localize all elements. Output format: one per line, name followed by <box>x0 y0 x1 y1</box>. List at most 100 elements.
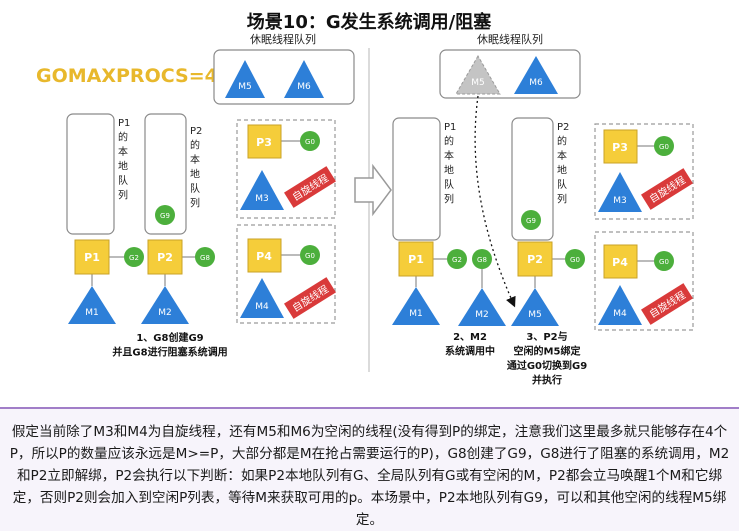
left-p2-label: P2 <box>157 251 173 264</box>
right-spin-badge-1 <box>641 168 693 210</box>
caption-panel: 假定当前除了M3和M4为自旋线程，还有M5和M6为空闲的线程(没有得到P的绑定，… <box>0 407 739 531</box>
left-m2-label: M2 <box>158 308 172 318</box>
right-p4-label: P4 <box>612 256 628 269</box>
left-m4-label: M4 <box>255 302 269 312</box>
right-step-note-2-line: 2、M2 <box>453 332 487 343</box>
left-sleep-m6-label: M6 <box>297 82 311 92</box>
left-p1-queue-line-5: 列 <box>118 189 128 202</box>
right-m2-thread <box>458 288 506 326</box>
caption-text: 假定当前除了M3和M4为自旋线程，还有M5和M6为空闲的线程(没有得到P的绑定，… <box>9 424 730 528</box>
right-p1-processor <box>398 241 434 277</box>
right-p2-queue-line-5: 列 <box>557 193 567 206</box>
left-sleep-m6-thread <box>284 60 324 98</box>
right-step-note-3-line-2: 通过G0切换到G9 <box>507 359 587 372</box>
right-g9-label: G9 <box>526 217 536 225</box>
left-m1-label: M1 <box>85 308 99 318</box>
left-p1-queue-line-1: 的 <box>118 131 128 144</box>
left-step-note: 1、G8创建G9 并且G8进行阻塞系统调用 <box>112 331 227 359</box>
right-m4-label: M4 <box>613 309 627 319</box>
right-step-note-3: 3、P2与空闲的M5绑定通过G0切换到G9 并执行 <box>507 330 587 387</box>
right-g8-label: G8 <box>477 256 487 264</box>
right-m2-label: M2 <box>475 310 489 320</box>
left-p4-g0-goroutine <box>300 245 320 265</box>
left-step-note-line: 1、G8创建G9 <box>136 331 203 344</box>
left-p2-processor <box>147 239 183 275</box>
right-step-note-3-line: 3、P2与 <box>526 330 567 343</box>
left-g8-label: G8 <box>200 254 210 262</box>
m5-wakeup-arrow <box>474 95 516 308</box>
left-m4-thread <box>240 278 284 318</box>
right-spin-badge-2 <box>641 283 693 325</box>
left-spin-badge-2 <box>284 277 336 319</box>
right-sleep-queue-label: 休眠线程队列 <box>477 32 543 46</box>
left-p2-queue-line-5: 列 <box>190 197 200 210</box>
right-p1-queue-line-4: 队 <box>444 178 454 191</box>
right-p2-processor <box>517 241 553 277</box>
right-p1-queue-line-2: 本 <box>444 149 454 162</box>
right-p1-label: P1 <box>408 253 424 266</box>
left-p4-processor <box>247 238 282 273</box>
right-p1-queue-line-1: 的 <box>444 135 454 148</box>
left-p3-processor <box>247 124 282 159</box>
left-p1-queue-line-3: 地 <box>118 160 128 173</box>
left-p1-queue-line: P1 <box>118 118 130 129</box>
left-p3-label: P3 <box>256 136 272 149</box>
right-p4-g0-label: G0 <box>659 258 669 266</box>
right-p3-processor <box>603 129 638 164</box>
right-p1-local-queue <box>392 117 441 241</box>
left-p2-queue-line: P2 <box>190 126 202 137</box>
right-m5-thread <box>511 288 559 326</box>
left-p4-label: P4 <box>256 250 272 263</box>
right-m4-thread <box>598 285 642 325</box>
right-p2-label: P2 <box>527 253 543 266</box>
left-m2-thread <box>141 286 189 324</box>
left-sleep-m5-label: M5 <box>238 82 252 92</box>
right-m3-thread <box>598 172 642 212</box>
left-step-note-line-1: 并且G8进行阻塞系统调用 <box>112 346 227 359</box>
left-p3-g0-goroutine <box>300 131 320 151</box>
left-p2-queue-line-3: 地 <box>190 168 200 181</box>
left-m3-thread <box>240 170 284 210</box>
gomaxprocs-label: GOMAXPROCS=4 <box>36 65 218 87</box>
right-p3-g0-goroutine <box>654 136 674 156</box>
left-p3-g0-label: G0 <box>305 138 315 146</box>
right-p2-queue-line-1: 的 <box>557 135 567 148</box>
left-p1-processor <box>74 239 110 275</box>
left-p1-queue-line-4: 队 <box>118 174 128 187</box>
right-p2-queue-line: P2 <box>557 122 569 133</box>
left-m3-label: M3 <box>255 194 269 204</box>
left-g2-goroutine <box>124 247 144 267</box>
right-p2-queue-line-3: 地 <box>557 164 567 177</box>
scheduler-diagram: 场景10：G发生系统调用/阻塞 GOMAXPROCS=4 休眠线程队列 M5 M… <box>36 11 694 387</box>
right-m3-label: M3 <box>613 196 627 206</box>
right-g2-goroutine <box>447 249 467 269</box>
transition-arrow-icon <box>354 163 392 217</box>
left-p1-queue-label: P1 的本地队列 <box>118 118 130 202</box>
right-p2-g0-goroutine <box>565 249 585 269</box>
left-spin-badge-1 <box>284 166 336 208</box>
left-p2-local-queue <box>144 113 187 235</box>
right-step-note-3-line-1: 空闲的M5绑定 <box>514 345 581 358</box>
left-p2-queue-line-4: 队 <box>190 182 200 195</box>
right-step-note-3-line-3: 并执行 <box>532 374 562 387</box>
left-p2-queue-line-2: 本 <box>190 153 200 166</box>
diagram-title: 场景10：G发生系统调用/阻塞 <box>247 11 492 33</box>
right-g2-label: G2 <box>452 256 462 264</box>
left-p1-queue-line-2: 本 <box>118 145 128 158</box>
right-p4-g0-goroutine <box>654 251 674 271</box>
left-p4-g0-label: G0 <box>305 252 315 260</box>
right-sleep-m6-thread <box>514 56 558 94</box>
left-g8-goroutine <box>195 247 215 267</box>
right-p1-queue-line-5: 列 <box>444 193 454 206</box>
right-p2-local-queue <box>511 117 554 241</box>
right-g9-goroutine <box>521 210 541 230</box>
left-sleep-queue-label: 休眠线程队列 <box>250 32 316 46</box>
left-g9-goroutine <box>155 205 175 225</box>
right-p2-g0-label: G0 <box>570 256 580 264</box>
